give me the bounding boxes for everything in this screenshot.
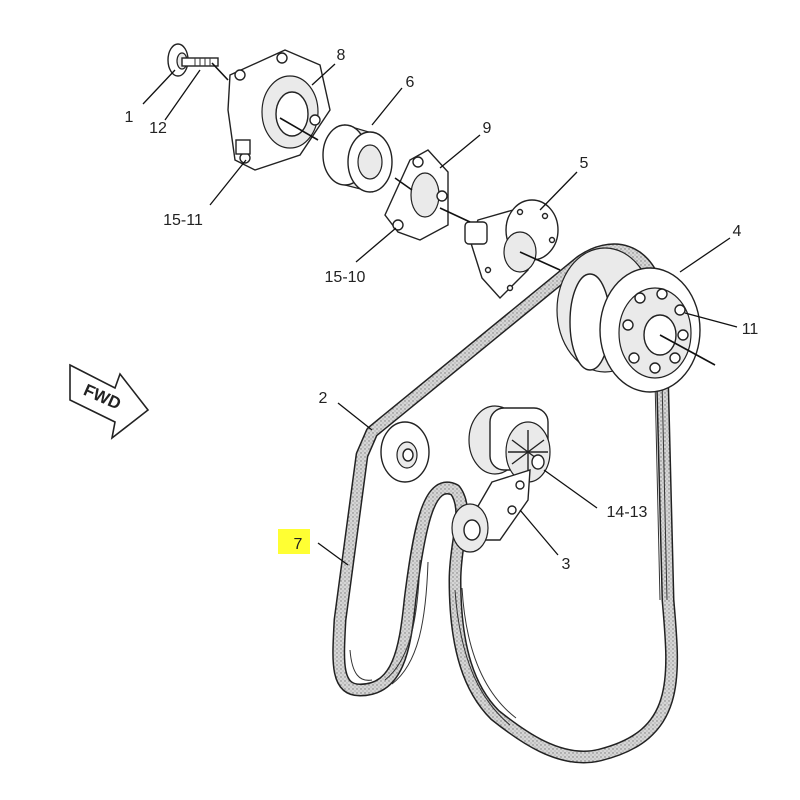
callout-8: 8	[337, 47, 346, 64]
callout-15-11: 15-11	[163, 212, 203, 229]
pulley-bolts	[622, 288, 689, 374]
callout-6: 6	[406, 74, 415, 91]
callout-7: 7	[294, 536, 303, 553]
forward-direction-arrow: FWD	[69, 363, 150, 440]
callout-3: 3	[562, 556, 571, 573]
callout-7-highlight	[278, 529, 310, 554]
washer-and-bolt	[167, 43, 219, 77]
spacer-sleeve	[322, 124, 393, 193]
callout-1: 1	[125, 109, 134, 126]
crankshaft-pulley	[556, 247, 701, 393]
assembly-axis	[211, 62, 716, 366]
callout-14-13: 14-13	[607, 504, 648, 521]
callout-11: 11	[742, 321, 759, 338]
pulley-bracket	[227, 49, 331, 171]
callout-15-10: 15-10	[325, 269, 366, 286]
belt-tensioner	[451, 405, 551, 553]
callout-leaders	[142, 63, 738, 566]
callout-9: 9	[483, 120, 492, 137]
callout-12: 12	[149, 120, 167, 137]
serpentine-belt	[332, 243, 679, 764]
callout-labels: 1 12 8 6 9 5 4 11 15-11 15-10 2 7 14-13 …	[125, 47, 759, 573]
callout-5: 5	[580, 155, 589, 172]
callout-4: 4	[733, 223, 742, 240]
mounting-plate	[384, 149, 449, 241]
callout-2: 2	[319, 390, 328, 407]
idler-pulley	[380, 421, 430, 483]
hub-flange	[464, 199, 559, 300]
